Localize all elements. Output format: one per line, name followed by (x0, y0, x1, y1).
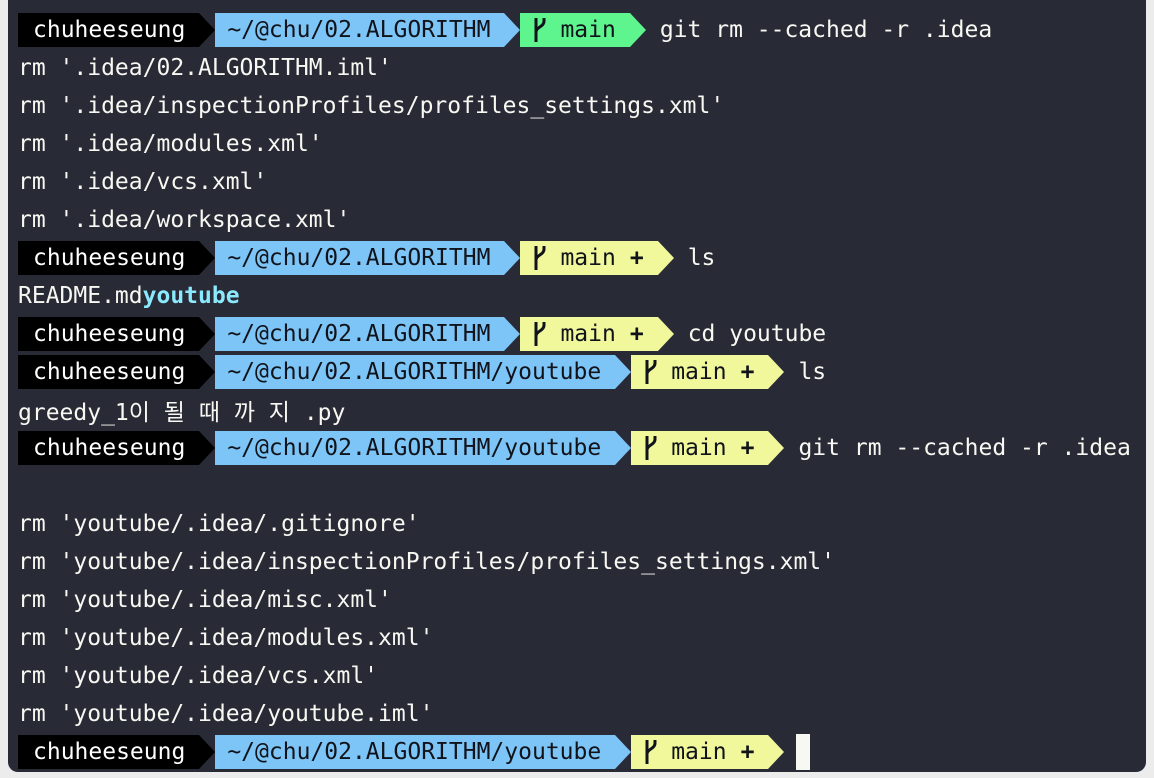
powerline-arrow (768, 735, 785, 769)
prompt-line: chuheeseung ~/@chu/02.ALGORITHM main git… (18, 11, 1146, 49)
prompt-user: chuheeseung (33, 245, 186, 271)
file-entry: README.md (18, 283, 143, 309)
command-text: ls (687, 245, 716, 271)
powerline-arrow (629, 13, 646, 47)
powerline-arrow (768, 355, 785, 389)
file-entry: greedy_1이 될 때 까 지 .py (18, 400, 346, 426)
prompt-line: chuheeseung ~/@chu/02.ALGORITHM main + cd… (18, 315, 1146, 353)
prompt-path-segment: ~/@chu/02.ALGORITHM/youtube (215, 355, 632, 389)
prompt-user-segment: chuheeseung (18, 355, 216, 389)
output-line: rm 'youtube/.idea/vcs.xml' (18, 663, 379, 689)
terminal-output: chuheeseung ~/@chu/02.ALGORITHM main git… (18, 11, 1146, 771)
output-line: rm '.idea/modules.xml' (18, 131, 323, 157)
prompt-branch: main (560, 17, 616, 43)
git-branch-icon (645, 740, 657, 764)
powerline-arrow (504, 13, 521, 47)
prompt-git-segment: main + (520, 241, 674, 275)
prompt-line: chuheeseung ~/@chu/02.ALGORITHM/youtube … (18, 353, 1146, 391)
output-line: rm 'youtube/.idea/youtube.iml' (18, 701, 434, 727)
prompt-line: chuheeseung ~/@chu/02.ALGORITHM main + ls (18, 239, 1146, 277)
output-line: greedy_1이 될 때 까 지 .py (18, 391, 1146, 429)
prompt-path: ~/@chu/02.ALGORITHM/youtube (227, 739, 602, 765)
blank-line (18, 467, 1146, 505)
git-branch-icon (534, 18, 546, 42)
powerline-arrow (504, 317, 521, 351)
prompt-branch: main (671, 435, 727, 461)
output-line: rm '.idea/workspace.xml' (18, 207, 351, 233)
prompt-user-segment: chuheeseung (18, 431, 216, 465)
prompt-user-segment: chuheeseung (18, 241, 216, 275)
output-line: rm 'youtube/.idea/misc.xml' (18, 587, 392, 613)
powerline-arrow (199, 317, 216, 351)
git-dirty-marker: + (629, 321, 644, 347)
powerline-arrow (615, 735, 632, 769)
terminal-window[interactable]: chuheeseung ~/@chu/02.ALGORITHM main git… (8, 0, 1146, 772)
prompt-user: chuheeseung (33, 17, 186, 43)
powerline-arrow (199, 431, 216, 465)
prompt-branch: main (671, 739, 727, 765)
git-dirty-marker: + (629, 245, 644, 271)
prompt-branch: main (560, 245, 616, 271)
command-text: cd youtube (687, 321, 827, 347)
prompt-user: chuheeseung (33, 435, 186, 461)
prompt-git-segment: main + (631, 735, 785, 769)
prompt-path: ~/@chu/02.ALGORITHM (227, 17, 491, 43)
git-branch-icon (645, 436, 657, 460)
output-line: rm '.idea/vcs.xml' (18, 169, 268, 195)
powerline-arrow (504, 241, 521, 275)
prompt-user: chuheeseung (33, 321, 186, 347)
prompt-user-segment: chuheeseung (18, 735, 216, 769)
powerline-arrow (199, 241, 216, 275)
prompt-line-active[interactable]: chuheeseung ~/@chu/02.ALGORITHM/youtube … (18, 733, 1146, 771)
command-text: git rm --cached -r .idea (798, 435, 1131, 461)
output-line: rm '.idea/inspectionProfiles/profiles_se… (18, 93, 725, 119)
powerline-arrow (199, 355, 216, 389)
prompt-user: chuheeseung (33, 739, 186, 765)
prompt-user: chuheeseung (33, 359, 186, 385)
powerline-arrow (768, 431, 785, 465)
prompt-path: ~/@chu/02.ALGORITHM (227, 321, 491, 347)
directory-entry: youtube (142, 283, 240, 309)
prompt-path: ~/@chu/02.ALGORITHM/youtube (227, 435, 602, 461)
powerline-arrow (199, 735, 216, 769)
text-cursor[interactable] (796, 734, 811, 770)
prompt-git-segment: main + (520, 317, 674, 351)
prompt-path-segment: ~/@chu/02.ALGORITHM (215, 317, 521, 351)
prompt-path-segment: ~/@chu/02.ALGORITHM/youtube (215, 431, 632, 465)
prompt-git-segment: main + (631, 355, 785, 389)
powerline-arrow (615, 355, 632, 389)
command-text: ls (798, 359, 827, 385)
output-line: rm 'youtube/.idea/modules.xml' (18, 625, 434, 651)
prompt-branch: main (560, 321, 616, 347)
prompt-path-segment: ~/@chu/02.ALGORITHM/youtube (215, 735, 632, 769)
git-branch-icon (645, 360, 657, 384)
prompt-path-segment: ~/@chu/02.ALGORITHM (215, 13, 521, 47)
git-dirty-marker: + (740, 739, 755, 765)
git-branch-icon (534, 246, 546, 270)
prompt-path: ~/@chu/02.ALGORITHM/youtube (227, 359, 602, 385)
output-line: README.md youtube (18, 277, 1146, 315)
powerline-arrow (657, 241, 674, 275)
prompt-git-segment: main + (631, 431, 785, 465)
powerline-arrow (615, 431, 632, 465)
git-dirty-marker: + (740, 435, 755, 461)
output-line: rm 'youtube/.idea/.gitignore' (18, 511, 420, 537)
prompt-path: ~/@chu/02.ALGORITHM (227, 245, 491, 271)
prompt-user-segment: chuheeseung (18, 13, 216, 47)
prompt-path-segment: ~/@chu/02.ALGORITHM (215, 241, 521, 275)
powerline-arrow (657, 317, 674, 351)
powerline-arrow (199, 13, 216, 47)
output-line: rm 'youtube/.idea/inspectionProfiles/pro… (18, 549, 835, 575)
prompt-git-segment: main (520, 13, 646, 47)
git-branch-icon (534, 322, 546, 346)
prompt-branch: main (671, 359, 727, 385)
output-line: rm '.idea/02.ALGORITHM.iml' (18, 55, 392, 81)
git-dirty-marker: + (740, 359, 755, 385)
prompt-line: chuheeseung ~/@chu/02.ALGORITHM/youtube … (18, 429, 1146, 467)
command-text: git rm --cached -r .idea (659, 17, 993, 43)
prompt-user-segment: chuheeseung (18, 317, 216, 351)
